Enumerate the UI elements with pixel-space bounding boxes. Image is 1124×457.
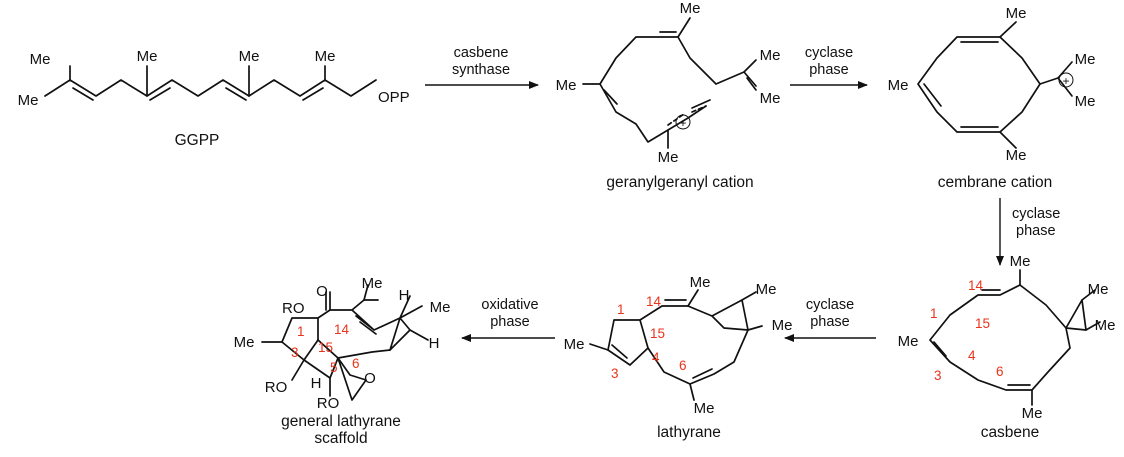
methyl-label: Me [760,47,781,64]
atom-number: 3 [934,368,942,383]
scaffold-name-line2: scaffold [314,430,367,447]
atom-number: 6 [679,358,687,373]
methyl-label: Me [658,149,679,166]
geranylgeranyl-cation-name: geranylgeranyl cation [606,174,753,191]
charge-sign: + [679,116,686,130]
cation-charge [1058,72,1074,88]
methyl-label: Me [564,336,585,353]
alkoxy-label: RO [317,395,340,412]
step-label: oxidative [481,297,538,313]
cation-charge [675,114,691,130]
methyl-label: Me [239,48,260,65]
lathyrane-scaffold-structure: RO O Me H Me H Me RO H RO O 1 14 15 3 5 … [234,275,451,447]
methyl-label: Me [772,317,793,334]
atom-number: 15 [975,316,990,331]
ketone-oxygen: O [316,283,328,300]
methyl-label: Me [430,299,451,316]
atom-number: 1 [617,302,625,317]
methyl-label: Me [234,334,255,351]
step-label: synthase [452,62,510,78]
methyl-label: Me [756,281,777,298]
ggpp-name: GGPP [175,132,220,149]
reaction-arrow-cyclase-3: cyclase phase [784,297,876,342]
reaction-arrow-cyclase-1: cyclase phase [790,45,868,89]
methyl-label: Me [137,48,158,65]
opp-label: OPP [378,89,410,106]
methyl-label: Me [1006,147,1027,164]
atom-number: 3 [291,345,299,360]
methyl-label: Me [1010,253,1031,270]
methyl-label: Me [690,274,711,291]
atom-number: 5 [330,360,338,375]
step-label: phase [810,314,850,330]
step-label: phase [490,314,530,330]
atom-number: 4 [968,348,976,363]
reaction-arrow-cyclase-2: cyclase phase [996,198,1060,266]
reaction-arrow-oxidative: oxidative phase [461,297,555,342]
casbene-structure: Me Me Me Me Me 14 1 15 4 3 6 casbene [898,253,1116,441]
atom-number: 15 [318,340,333,355]
methyl-label: Me [1006,5,1027,22]
scaffold-name-line1: general lathyrane [281,413,401,430]
methyl-label: Me [680,0,701,17]
cembrane-cation-structure: Me Me Me Me Me + cembrane cation [888,5,1096,191]
atom-number: 1 [297,324,305,339]
methyl-label: Me [1075,51,1096,68]
cembrane-cation-name: cembrane cation [938,174,1053,191]
hydrogen-label: H [399,287,410,304]
methyl-label: Me [1075,93,1096,110]
alkoxy-label: RO [265,379,288,396]
methyl-label: Me [888,77,909,94]
atom-number: 6 [352,356,360,371]
atom-number: 1 [930,306,938,321]
methyl-label: Me [898,333,919,350]
step-label: cyclase [806,297,854,313]
reaction-arrow-casbene-synthase: casbene synthase [425,45,539,89]
methyl-label: Me [760,90,781,107]
ggpp-structure: Me Me Me Me Me OPP GGPP [18,48,410,149]
atom-number: 14 [334,322,350,337]
methyl-label: Me [30,51,51,68]
step-label: cyclase [1012,206,1060,222]
methyl-label: Me [362,275,383,292]
geranylgeranyl-cation-structure: Me Me Me Me Me + geranylgeranyl cation [556,0,781,191]
atom-number: 6 [996,364,1004,379]
methyl-label: Me [694,400,715,417]
casbene-name: casbene [981,424,1040,441]
methyl-label: Me [1088,281,1109,298]
step-label: casbene [454,45,509,61]
methyl-label: Me [556,77,577,94]
methyl-label: Me [1022,405,1043,422]
hydrogen-label: H [311,375,322,392]
methyl-label: Me [1095,317,1116,334]
step-label: cyclase [805,45,853,61]
step-label: phase [809,62,849,78]
atom-number: 3 [611,366,619,381]
methyl-label: Me [315,48,336,65]
lathyrane-name: lathyrane [657,424,721,441]
hydrogen-label: H [429,335,440,352]
lathyrane-structure: Me Me Me Me Me 1 14 15 4 3 6 lathyrane [564,274,793,441]
epoxide-oxygen: O [364,370,376,387]
methyl-label: Me [18,92,39,109]
atom-number: 14 [646,294,662,309]
charge-sign: + [1062,74,1069,88]
step-label: phase [1016,223,1056,239]
atom-number: 4 [652,350,660,365]
atom-number: 14 [968,278,984,293]
atom-number: 15 [650,326,665,341]
alkoxy-label: RO [282,300,305,317]
